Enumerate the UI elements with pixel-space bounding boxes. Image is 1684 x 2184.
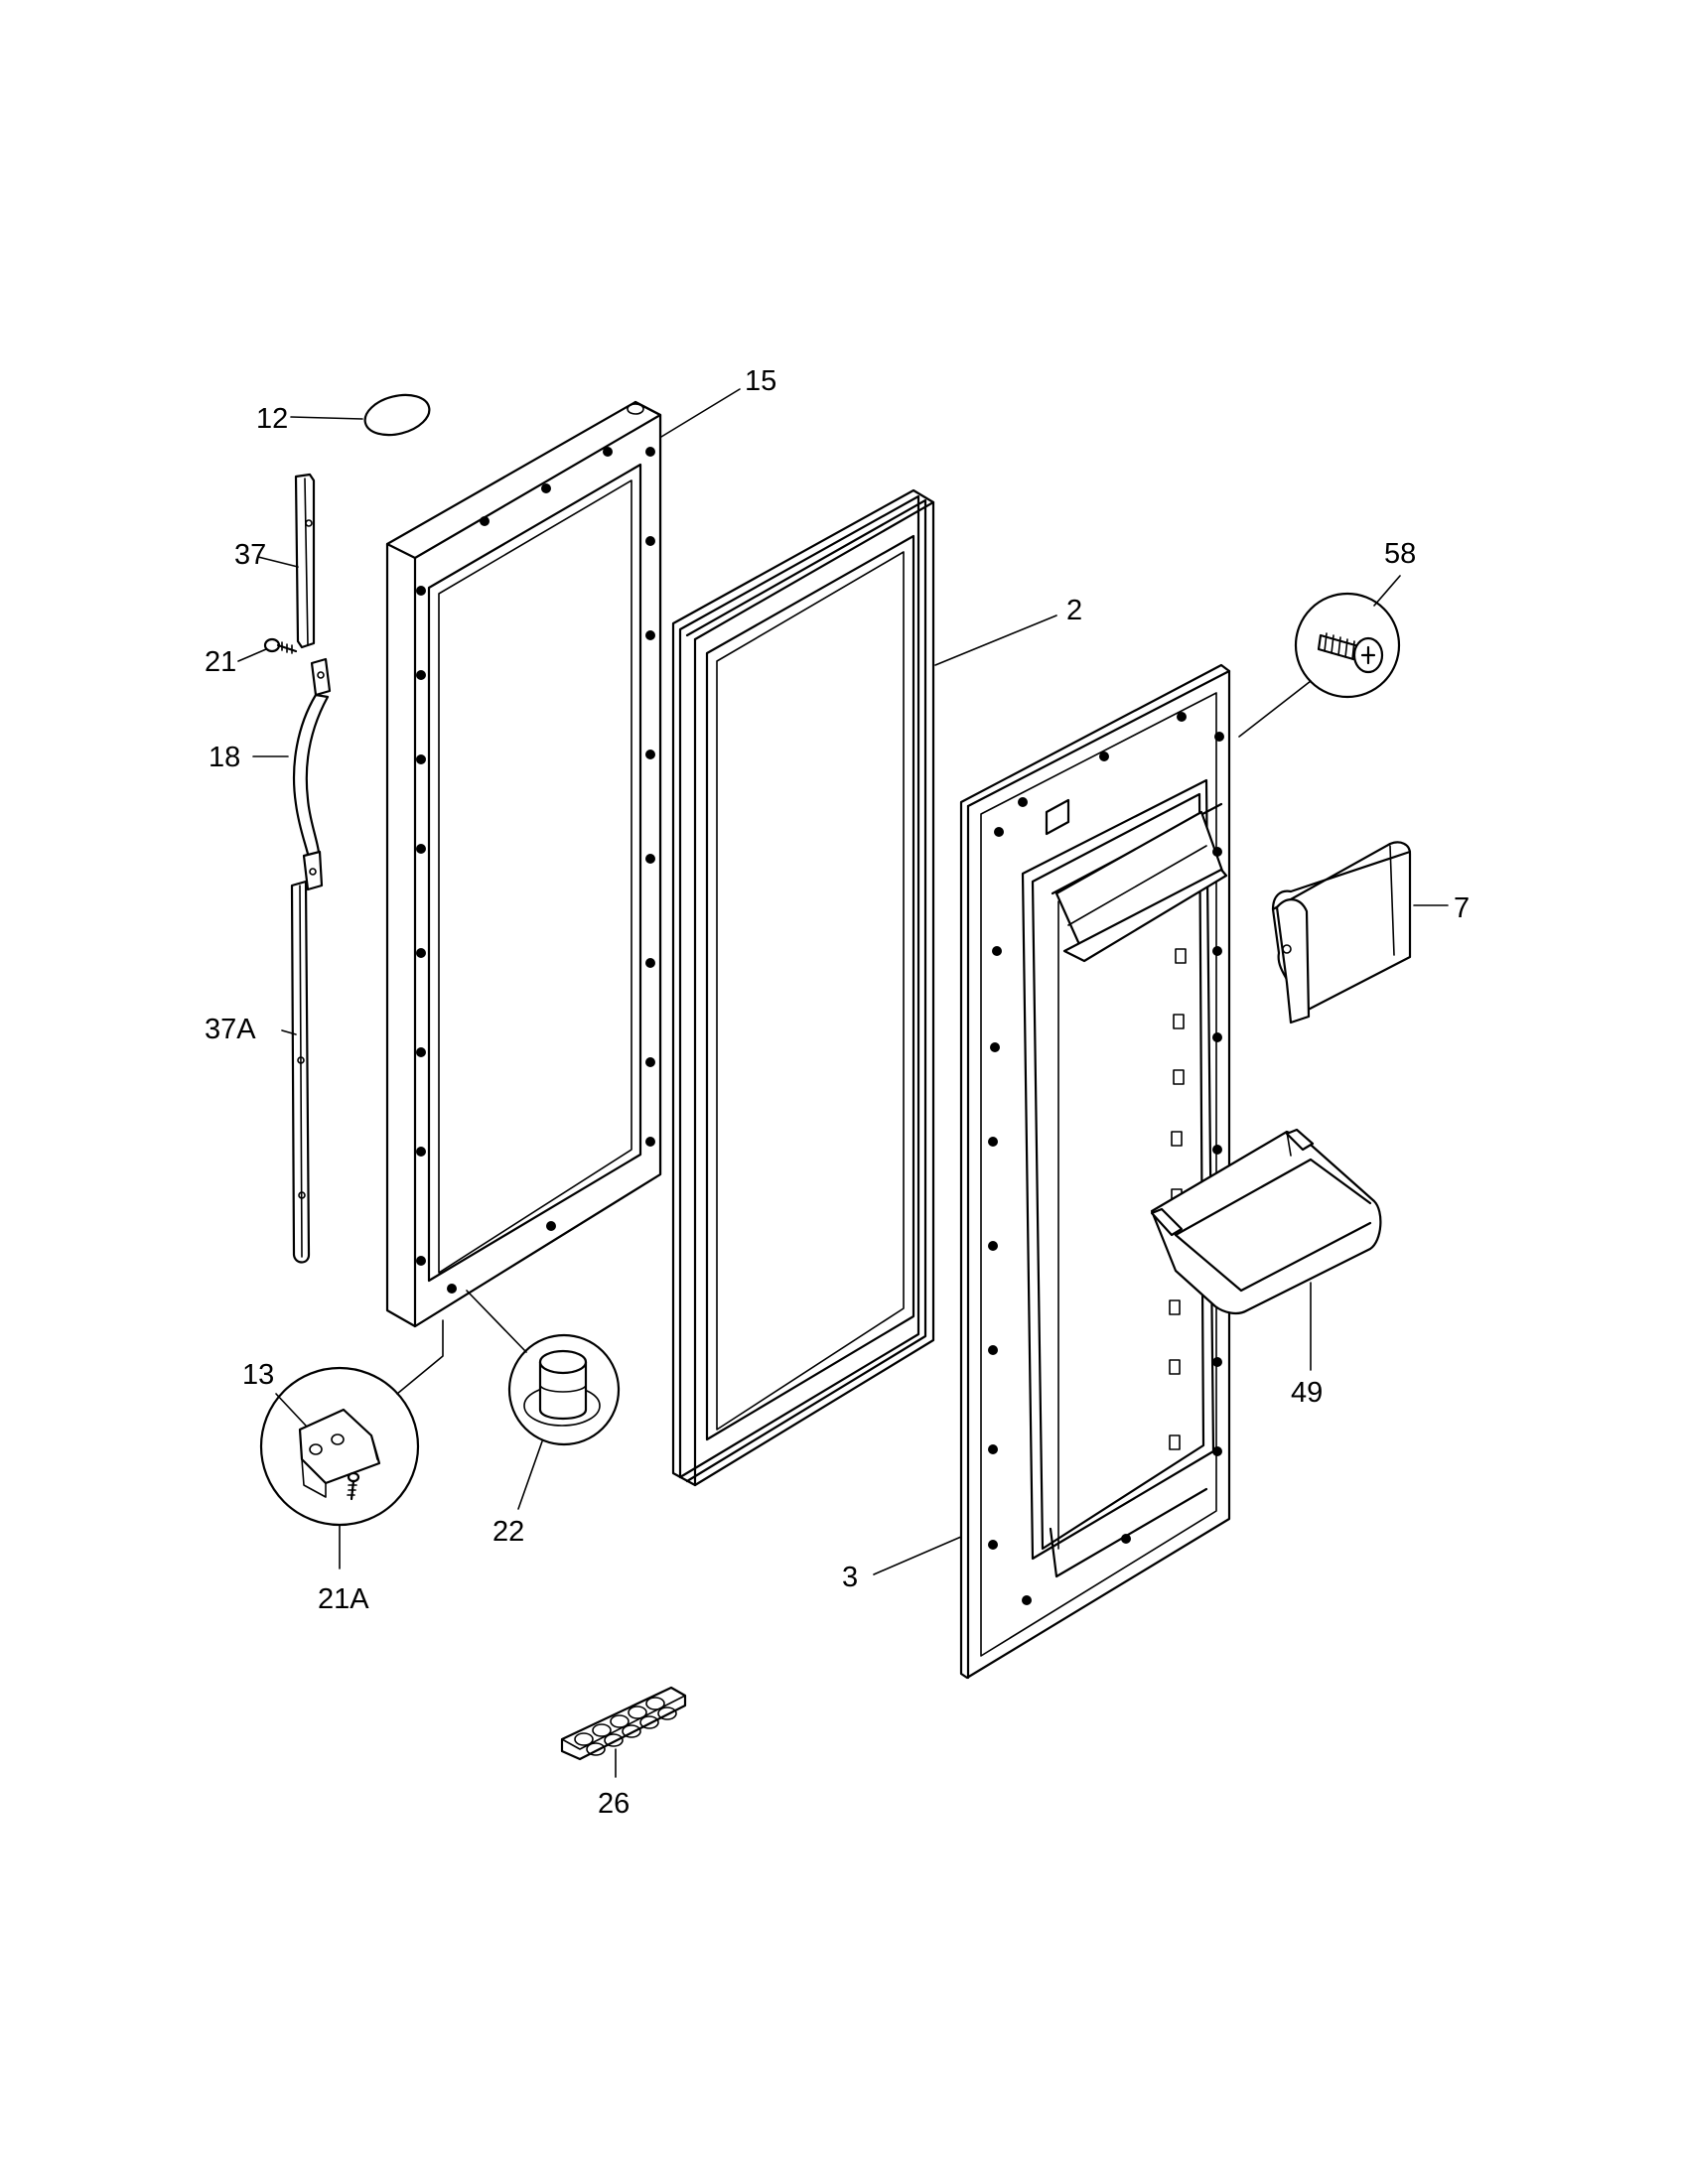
- egg-tray-cups: [574, 1697, 677, 1756]
- part-37-trim-upper: [257, 473, 316, 649]
- part-22-bushing-detail: [466, 1290, 621, 1510]
- part-58-screw-detail: [1238, 575, 1401, 738]
- part-13-hinge-detail: [259, 1319, 444, 1570]
- frame-screw-holes: [416, 447, 655, 1294]
- part-49-door-bin: [1150, 1128, 1382, 1371]
- callout-26: 26: [598, 1788, 630, 1820]
- callout-21: 21: [205, 646, 236, 678]
- part-15-door-frame: [385, 388, 741, 1328]
- callout-3: 3: [842, 1562, 858, 1593]
- callout-37A: 37A: [205, 1014, 256, 1045]
- part-12-plug: [290, 393, 431, 437]
- callout-21A: 21A: [318, 1583, 369, 1615]
- part-26-egg-tray: [560, 1686, 687, 1778]
- part-37A-trim-lower: [281, 880, 311, 1264]
- callout-2: 2: [1066, 595, 1082, 626]
- callout-22: 22: [492, 1516, 524, 1548]
- callout-7: 7: [1454, 892, 1470, 924]
- part-7-dairy-cover: [1271, 841, 1449, 1024]
- callout-37: 37: [234, 539, 266, 571]
- part-3-door-liner: [873, 663, 1231, 1680]
- part-21-screw: [237, 637, 298, 662]
- callout-18: 18: [209, 742, 240, 773]
- part-18-handle: [252, 657, 332, 891]
- callout-13: 13: [242, 1359, 274, 1391]
- part-2-gasket: [671, 488, 1057, 1487]
- callout-58: 58: [1384, 538, 1416, 570]
- callout-15: 15: [745, 365, 776, 397]
- callout-49: 49: [1291, 1377, 1323, 1409]
- callout-12: 12: [256, 403, 288, 435]
